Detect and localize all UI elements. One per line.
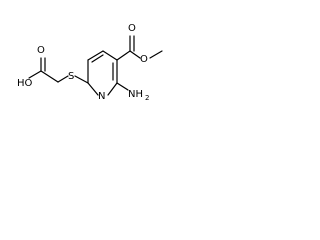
bond-ring-c4-c5 (87, 50, 104, 61)
ring-nitrogen-label: N (98, 91, 105, 102)
carboxylic-carbonyl-oxygen-label: O (37, 45, 45, 56)
amino-group-label: NH (128, 89, 143, 100)
bond-ring-c3-c4 (102, 50, 118, 61)
chemical-structure-diagram: HO O S N NH 2 O O (17, 23, 163, 102)
ester-carbonyl-oxygen-label: O (128, 23, 136, 34)
bond-ch2-sulfur (57, 75, 69, 83)
structure-canvas: HO O S N NH 2 O O (0, 0, 233, 137)
bond-ring-c3-ester-carbon (116, 50, 131, 61)
carboxylic-oh-label: HO (17, 78, 33, 89)
bond-ring-c2-amino (116, 82, 129, 91)
bond-ester-oxygen-methyl (149, 50, 163, 59)
bond-sulfur-ring-c6 (74, 75, 89, 84)
bond-ester-carbon-oxygen (129, 50, 141, 59)
bond-ring-c6-n1 (87, 82, 99, 96)
bond-oh-carboxyl-carbon (28, 70, 42, 79)
bond-ring-n1-c2 (107, 82, 118, 96)
bond-ring-c4-c5-inner (91, 54, 104, 63)
amino-subscript-label: 2 (145, 94, 149, 102)
bond-carboxyl-carbon-ch2 (40, 70, 59, 83)
thioether-sulfur-label: S (68, 71, 74, 82)
ester-oxygen-label: O (140, 54, 148, 65)
